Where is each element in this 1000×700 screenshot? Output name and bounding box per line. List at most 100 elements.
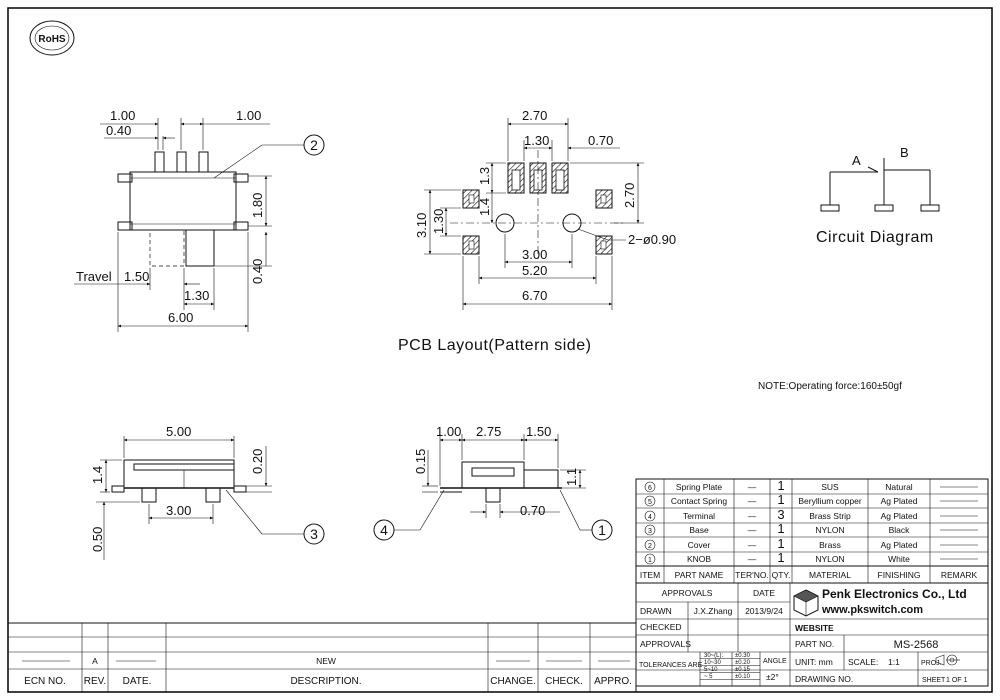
dim-height: 1.80 — [250, 193, 265, 218]
bom-material: NYLON — [815, 525, 844, 535]
bom-material: SUS — [821, 482, 839, 492]
rev-change-header: CHANGE. — [490, 676, 536, 687]
tb-drawn-by: J.X.Zhang — [694, 606, 733, 616]
rev-ecn-header: ECN NO. — [24, 676, 66, 687]
bom-part: Contact Spring — [671, 496, 727, 506]
bom-finishing: White — [888, 554, 910, 564]
pcb-pitch: 1.30 — [524, 133, 549, 148]
bom-material: NYLON — [815, 554, 844, 564]
bom-material: Brass — [819, 540, 841, 550]
bom-h-finishing: FINISHING — [878, 570, 921, 580]
pcb-left-inner: 1.30 — [431, 209, 446, 234]
tb-scale-value: 1:1 — [888, 657, 900, 667]
pcb-outer-width: 6.70 — [522, 288, 547, 303]
bom-material: Beryllium copper — [798, 496, 861, 506]
front-width: 5.00 — [166, 424, 191, 439]
bom-material: Brass Strip — [809, 511, 851, 521]
bom-h-ter: TER'NO. — [735, 570, 769, 580]
bom-qty: 1 — [777, 550, 784, 565]
sheet-border — [7, 7, 993, 693]
front-height: 1.4 — [90, 466, 105, 484]
pcb-holes: 2−ø0.90 — [628, 232, 676, 247]
side-right: 1.50 — [526, 424, 551, 439]
title-block: APPROVALS DATE DRAWN J.X.Zhang 2013/9/24… — [635, 582, 989, 687]
rev-rev-header: REV. — [84, 676, 106, 687]
bom-qty: 1 — [777, 492, 784, 507]
bom-h-part: PART NAME — [675, 570, 724, 580]
tolerance-range: ~ 5 — [704, 674, 713, 680]
bom-part: Cover — [688, 540, 711, 550]
bom-h-remark: REMARK — [941, 570, 978, 580]
tb-part-no-label: PART NO. — [795, 639, 834, 649]
tb-sheet-value: 1 OF 1 — [946, 677, 968, 684]
callout-1: 1 — [598, 522, 606, 538]
bom-finishing: Ag Plated — [881, 511, 918, 521]
dim-pin: 0.40 — [106, 123, 131, 138]
bom-part: Terminal — [683, 511, 715, 521]
tolerance-value: ±0.20 — [735, 660, 751, 666]
pcb-inner-width: 5.20 — [522, 263, 547, 278]
bom-item-number: 4 — [648, 514, 652, 521]
bom-ter: — — [748, 540, 757, 550]
tb-approvals: APPROVALS — [662, 588, 713, 598]
pcb-holes-spacing: 3.00 — [522, 247, 547, 262]
rohs-logo-text: RoHS — [38, 34, 66, 45]
circuit-diagram: A B Circuit Diagram — [816, 145, 940, 246]
side-gap: 0.15 — [413, 449, 428, 474]
bom-qty: 1 — [777, 521, 784, 536]
side-middle: 2.75 — [476, 424, 501, 439]
tb-website-url: www.pkswitch.com — [821, 604, 923, 616]
bom-h-qty: QTY. — [772, 570, 791, 580]
bom-item-number: 3 — [648, 528, 652, 535]
rev-check-header: CHECK. — [545, 676, 583, 687]
tb-drawing-no: DRAWING NO. — [795, 674, 853, 684]
bom-ter: — — [748, 482, 757, 492]
bom-finishing: Ag Plated — [881, 540, 918, 550]
tolerance-range: 5~10 — [704, 667, 718, 673]
tolerance-range: 10~30 — [704, 660, 722, 666]
side-pin: 0.70 — [520, 503, 545, 518]
bom-finishing: Ag Plated — [881, 496, 918, 506]
callout-4: 4 — [380, 522, 388, 538]
overall-width: 6.00 — [168, 310, 193, 325]
rev-appro-header: APPRO. — [594, 676, 632, 687]
side-left: 1.00 — [436, 424, 461, 439]
circuit-a: A — [852, 153, 861, 168]
bom-item-number: 5 — [648, 499, 652, 506]
bom-finishing: Black — [889, 525, 911, 535]
rev-letter: A — [92, 656, 98, 666]
tb-part-no: MS-2568 — [894, 639, 939, 651]
revision-block: A NEW ECN NO. REV. DATE. DESCRIPTION. CH… — [8, 583, 637, 692]
pcb-layout: 2.70 1.30 0.70 1.3 1.4 3.10 1.30 2.70 2−… — [398, 108, 676, 354]
side-view: 1.00 2.75 1.50 0.15 1.1 0.70 4 1 — [373, 424, 613, 541]
bom-ter: — — [748, 496, 757, 506]
bom-part: Spring Plate — [676, 482, 723, 492]
callout-3: 3 — [310, 526, 318, 542]
bom-item-number: 6 — [648, 485, 652, 492]
bom-h-item: ITEM — [640, 570, 660, 580]
bom-qty: 1 — [777, 478, 784, 493]
bom-ter: — — [748, 511, 757, 521]
tb-company: Penk Electronics Co., Ltd — [822, 587, 967, 601]
travel-label: Travel — [76, 269, 112, 284]
pcb-pad-width: 0.70 — [588, 133, 613, 148]
tb-website: WEBSITE — [795, 623, 834, 633]
tb-sheet: SHEET — [922, 677, 946, 684]
front-bottom: 0.50 — [90, 527, 105, 552]
tb-angle-value: ±2° — [766, 672, 779, 682]
tb-drawn: DRAWN — [640, 606, 672, 616]
knob-width: 1.30 — [184, 288, 209, 303]
front-top: 0.20 — [250, 449, 265, 474]
tolerance-value: ±0.30 — [735, 653, 751, 659]
travel-value: 1.50 — [124, 269, 149, 284]
front-view: 5.00 1.4 0.20 3.00 0.50 3 — [90, 424, 325, 560]
side-height: 1.1 — [564, 468, 579, 486]
dim-lower: 0.40 — [250, 259, 265, 284]
bom-item-number: 2 — [648, 543, 652, 550]
